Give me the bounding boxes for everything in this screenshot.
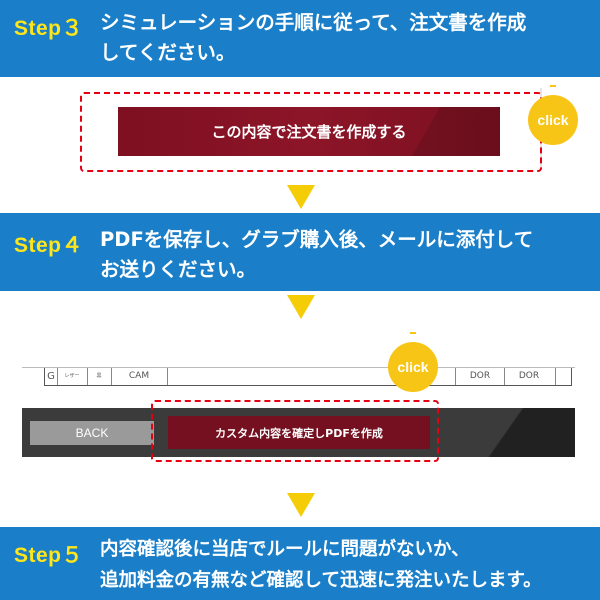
click-badge-icon: click — [528, 85, 578, 145]
form-footer-bar: BACK カスタム内容を確定しPDFを作成 — [22, 408, 575, 457]
step3-label: Step３ — [14, 17, 84, 40]
create-pdf-button-label: カスタム内容を確定しPDFを作成 — [215, 426, 383, 440]
order-form-preview: G レザー 黒 CAM DOR DOR — [22, 367, 575, 409]
order-form-table: G レザー 黒 CAM DOR DOR — [44, 368, 572, 386]
step5-text-line2: 追加料金の有無など確認して迅速に発注いたします。 — [100, 570, 542, 591]
down-triangle-icon — [287, 185, 315, 209]
cam-cell: CAM — [111, 368, 168, 385]
dor-cell-2: DOR — [503, 368, 556, 385]
step4-text-line2: お送りください。 — [100, 258, 257, 281]
step4-banner: Step４ PDFを保存し、グラブ購入後、メールに添付して お送りください。 — [0, 213, 600, 291]
step3-text-line1: シミュレーションの手順に従って、注文書を作成 — [100, 11, 527, 34]
color-cell: 黒 — [87, 368, 112, 385]
step5-banner: Step５ 内容確認後に当店でルールに問題がないか、 追加料金の有無など確認して… — [0, 527, 600, 600]
create-pdf-button[interactable]: カスタム内容を確定しPDFを作成 — [168, 416, 430, 449]
radio-cell: G — [45, 368, 58, 385]
dor-cell-1: DOR — [455, 368, 505, 385]
step3-banner: Step３ シミュレーションの手順に従って、注文書を作成 してください。 — [0, 0, 600, 77]
step3-text-line2: してください。 — [100, 41, 236, 64]
click-badge-icon: click — [388, 332, 438, 392]
step4-label: Step４ — [14, 234, 84, 257]
step4-text-line1: PDFを保存し、グラブ購入後、メールに添付して — [100, 228, 534, 251]
back-button[interactable]: BACK — [30, 421, 154, 445]
click-badge-label: click — [397, 359, 429, 375]
step5-label: Step５ — [14, 544, 84, 567]
step4-screenshot: G レザー 黒 CAM DOR DOR BACK カスタム内容を確定しPDFを作… — [22, 367, 575, 457]
step5-text-line1: 内容確認後に当店でルールに問題がないか、 — [100, 539, 470, 560]
down-triangle-icon — [287, 493, 315, 517]
down-triangle-icon — [287, 295, 315, 319]
step4-highlight-frame — [151, 400, 439, 462]
create-order-button-label: この内容で注文書を作成する — [211, 123, 407, 141]
click-badge-label: click — [537, 112, 569, 128]
leather-cell: レザー — [57, 368, 88, 385]
create-order-button[interactable]: この内容で注文書を作成する — [118, 107, 500, 156]
back-button-label: BACK — [75, 426, 109, 440]
